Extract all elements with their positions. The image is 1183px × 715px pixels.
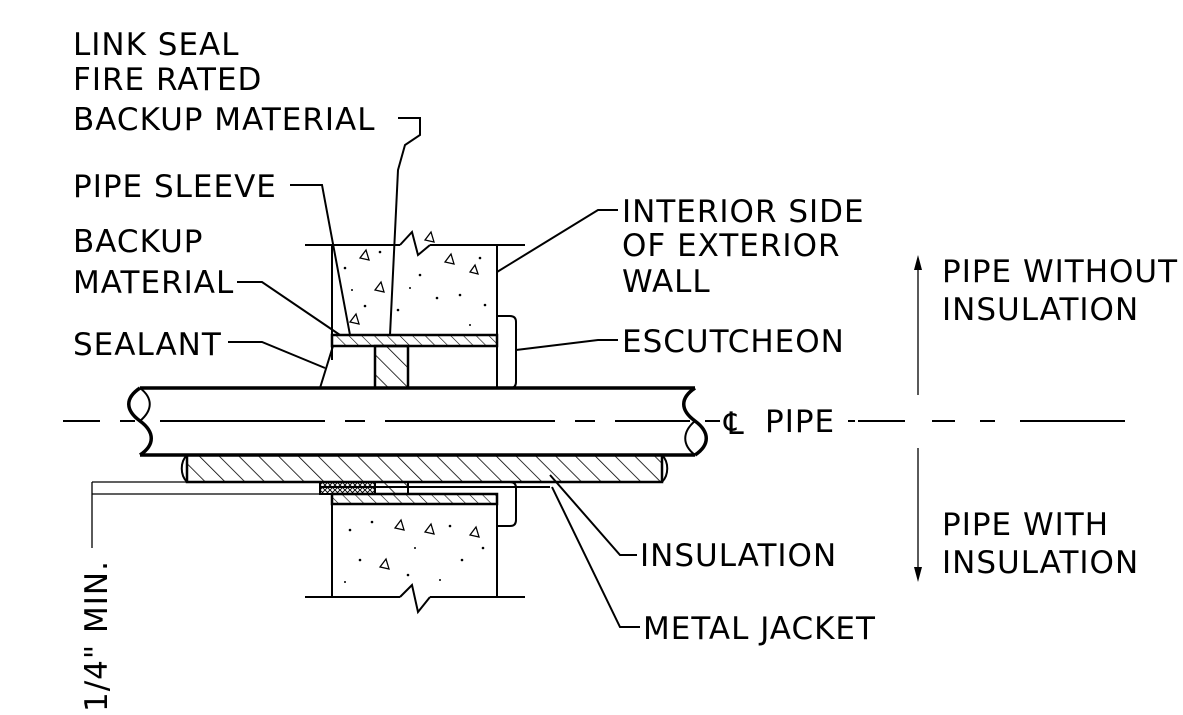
label-pipe-without-1: PIPE WITHOUT (942, 254, 1178, 290)
label-backup-material-1: BACKUP (73, 224, 203, 260)
lower-wall-section (305, 504, 525, 615)
label-min-dimension: 1/4" MIN. (79, 560, 115, 712)
label-pipe-without-2: INSULATION (942, 292, 1139, 328)
upper-sealant (319, 345, 345, 389)
min-dimension-lines (91, 481, 375, 548)
label-pipe-sleeve: PIPE SLEEVE (73, 169, 277, 205)
upper-pipe-sleeve (330, 333, 499, 348)
label-link-seal-2: FIRE RATED (73, 62, 262, 98)
label-pipe-with-1: PIPE WITH (942, 507, 1109, 543)
leader-lines (228, 117, 855, 628)
label-centerline-pipe: PIPE (765, 404, 835, 440)
label-link-seal-3: BACKUP MATERIAL (73, 102, 376, 138)
concrete-stipple-lower (344, 518, 485, 583)
label-escutcheon: ESCUTCHEON (622, 324, 845, 360)
label-backup-material-2: MATERIAL (73, 265, 234, 301)
upper-escutcheon (497, 315, 517, 389)
label-interior-side-2: OF EXTERIOR (622, 228, 841, 264)
label-interior-side-1: INTERIOR SIDE (622, 194, 865, 230)
label-insulation: INSULATION (640, 538, 837, 574)
lower-pipe-sleeve (330, 492, 499, 506)
label-link-seal-1: LINK SEAL (73, 27, 240, 63)
pipe-insulation (185, 453, 664, 484)
label-pipe-with-2: INSULATION (942, 545, 1139, 581)
concrete-stipple-upper (343, 230, 487, 326)
upper-wall-section (305, 229, 525, 335)
lower-link-seal-block (374, 481, 409, 495)
lower-escutcheon (497, 481, 517, 527)
label-centerline-symbol: ℄ (723, 406, 745, 442)
label-sealant: SEALANT (73, 327, 222, 363)
direction-arrows (914, 255, 922, 582)
label-interior-side-3: WALL (622, 264, 711, 300)
upper-link-seal-block (373, 344, 410, 390)
label-metal-jacket: METAL JACKET (643, 611, 876, 647)
lower-sealant (319, 481, 376, 495)
